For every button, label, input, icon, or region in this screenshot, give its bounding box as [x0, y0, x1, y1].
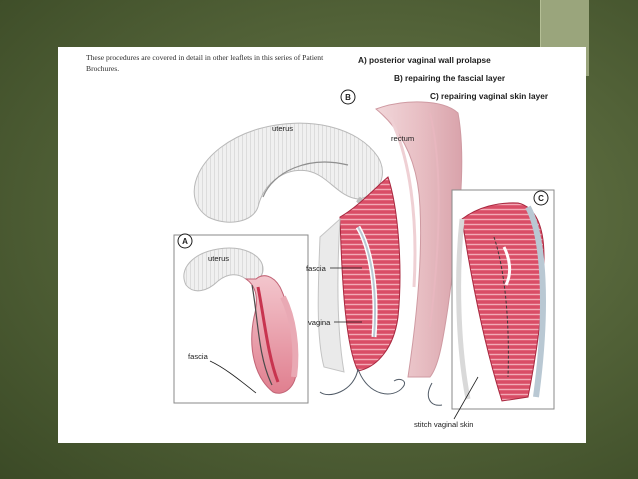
- leader-fascia-inset: [209, 360, 257, 394]
- inset-c: [451, 189, 555, 410]
- caption-a: A) posterior vaginal wall prolapse: [358, 55, 491, 65]
- caption-c: C) repairing vaginal skin layer: [430, 91, 549, 101]
- label-fascia-main: fascia: [306, 264, 327, 273]
- badge-c: C: [533, 190, 549, 206]
- anatomy-illustration: A B C uterus rectum fascia vagina uterus…: [173, 89, 555, 429]
- caption-b: B) repairing the fascial layer: [394, 73, 506, 83]
- label-stitch-vaginal-skin: stitch vaginal skin: [414, 420, 474, 429]
- rectum-illustration: [375, 101, 463, 378]
- intro-text: These procedures are covered in detail i…: [86, 53, 324, 73]
- svg-text:B: B: [345, 93, 351, 102]
- central-vaginal-canal: [317, 176, 401, 373]
- slide-content: These procedures are covered in detail i…: [58, 47, 586, 443]
- leader-stitch: [453, 376, 479, 420]
- badge-a: A: [177, 233, 193, 249]
- svg-text:A: A: [182, 237, 188, 246]
- badge-b: B: [340, 89, 356, 105]
- suture-curve: [427, 382, 443, 406]
- label-uterus-main: uterus: [272, 124, 293, 133]
- label-fascia-inset: fascia: [188, 352, 209, 361]
- label-vagina: vagina: [308, 318, 331, 327]
- label-rectum: rectum: [391, 134, 414, 143]
- label-uterus-inset: uterus: [208, 254, 229, 263]
- suture-needle: [319, 368, 406, 396]
- svg-text:C: C: [538, 194, 544, 203]
- inset-a: [173, 234, 309, 404]
